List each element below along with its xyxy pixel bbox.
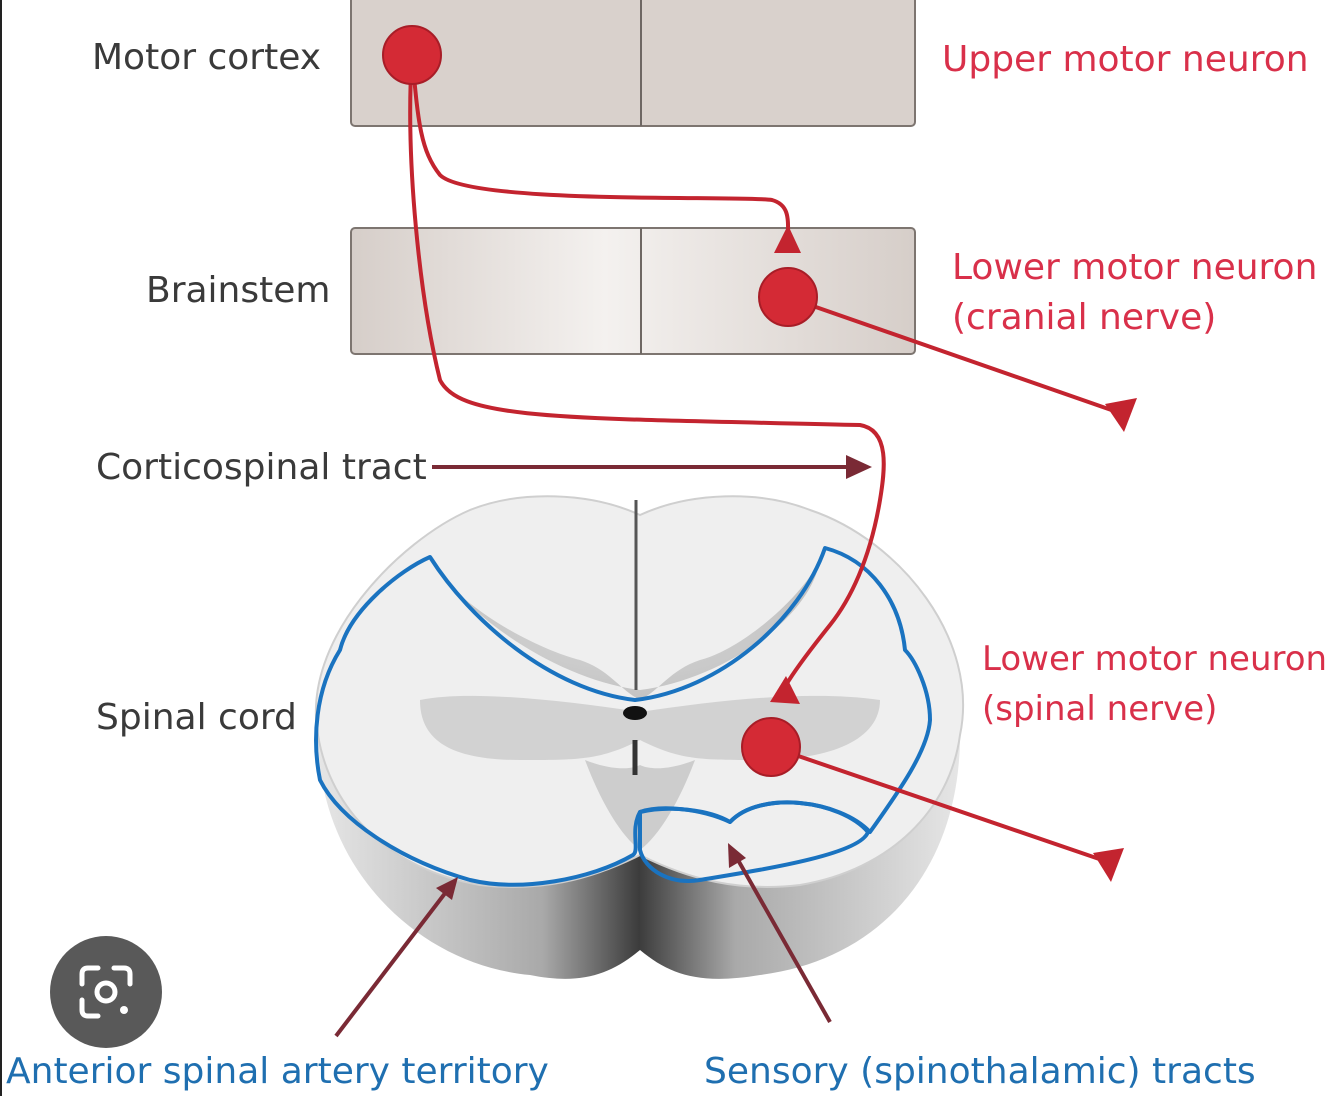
label-lmn-spinal-line2: (spinal nerve) xyxy=(982,689,1218,729)
label-lmn-cranial-line2: (cranial nerve) xyxy=(952,297,1217,338)
corticospinal-pointer-arrowhead xyxy=(846,455,872,479)
spinal-nerve-axon xyxy=(771,745,1109,864)
brainstem-box xyxy=(350,227,916,355)
sensory-pointer-line xyxy=(736,859,832,1023)
upper-motor-neuron-axon-brainstem xyxy=(410,54,791,239)
label-upper-motor-neuron: Upper motor neuron xyxy=(942,39,1309,80)
synapse-arrowhead-brainstem xyxy=(774,225,801,253)
label-brainstem: Brainstem xyxy=(146,270,331,311)
anterior-artery-pointer-line xyxy=(334,890,448,1038)
lens-icon xyxy=(79,965,133,1019)
lens-search-button[interactable] xyxy=(50,936,162,1048)
spinal-lower-motor-neuron-cell-body xyxy=(741,717,801,777)
anterior-artery-pointer-arrowhead xyxy=(436,877,458,900)
corticospinal-tract-axon xyxy=(408,54,886,687)
label-lmn-cranial-line1: Lower motor neuron xyxy=(952,247,1318,288)
upper-motor-neuron-cell-body xyxy=(382,25,442,85)
synapse-arrowhead-spinal xyxy=(770,676,800,704)
motor-cortex-box xyxy=(350,0,916,127)
label-lmn-spinal-line1: Lower motor neuron xyxy=(982,639,1328,679)
cranial-nerve-arrowhead xyxy=(1105,398,1137,432)
cranial-nerve-axon xyxy=(789,296,1121,415)
label-motor-cortex: Motor cortex xyxy=(92,37,322,78)
sensory-tract-outline xyxy=(638,800,870,883)
label-corticospinal-tract: Corticospinal tract xyxy=(96,447,427,488)
label-spinal-cord: Spinal cord xyxy=(96,697,297,738)
sensory-pointer-arrowhead xyxy=(728,843,746,868)
spinal-nerve-arrowhead xyxy=(1093,848,1124,882)
cranial-lower-motor-neuron-cell-body xyxy=(758,267,818,327)
label-anterior-spinal-artery-territory: Anterior spinal artery territory xyxy=(6,1051,549,1092)
label-sensory-tracts: Sensory (spinothalamic) tracts xyxy=(704,1051,1256,1092)
